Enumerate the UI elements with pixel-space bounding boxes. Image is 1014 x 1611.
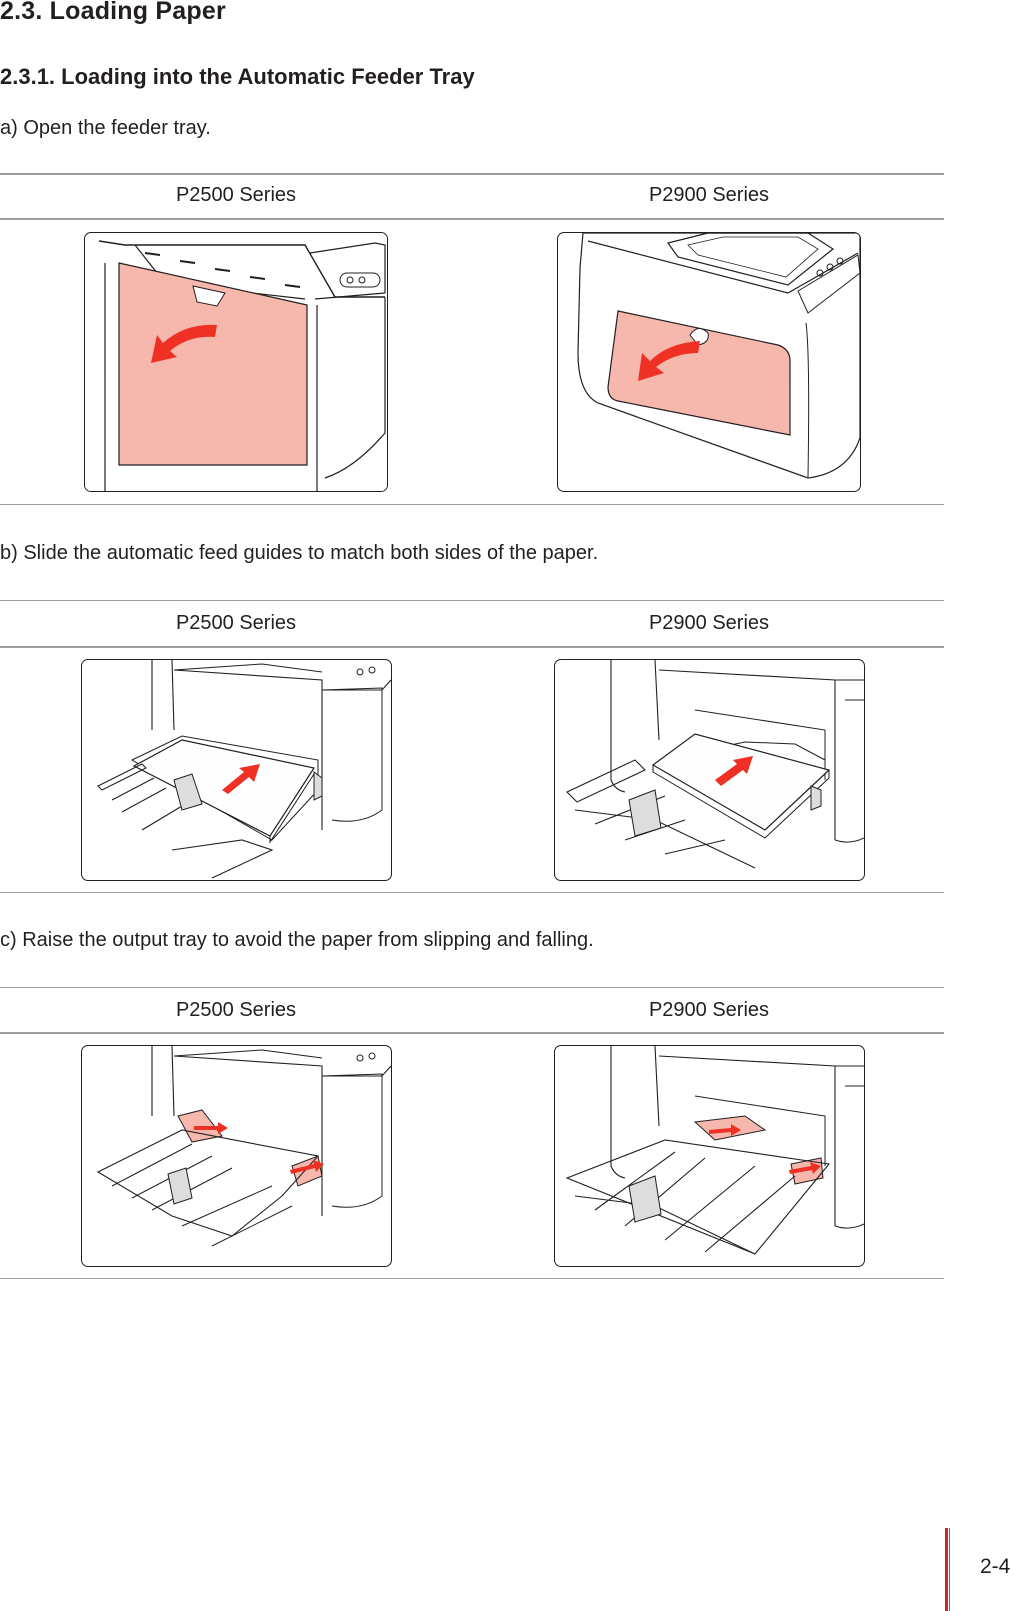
figure-p2500-open-feeder xyxy=(84,232,388,492)
printer-p2500-tray-illustration xyxy=(96,1046,391,1247)
figure-p2900-output-tray xyxy=(554,1045,865,1267)
table-c-top-rule xyxy=(0,987,944,988)
page-number: 2-4 xyxy=(980,1555,1011,1578)
guide-arrow-right-icon xyxy=(789,1162,821,1174)
printer-p2900-paper-illustration xyxy=(566,660,864,869)
step-a-text: a) Open the feeder tray. xyxy=(0,117,211,139)
table-a-top-rule xyxy=(0,173,944,175)
printer-p2500-paper-illustration xyxy=(97,660,391,879)
table-a-bottom-rule xyxy=(0,504,944,505)
guide-arrow-right-icon xyxy=(290,1160,324,1174)
guide-arrow-left-icon xyxy=(194,1122,228,1134)
printer-p2900-tray-illustration xyxy=(565,1046,864,1255)
table-c-col-p2500: P2500 Series xyxy=(175,999,297,1021)
open-arrow-icon xyxy=(638,341,700,381)
paper-stack xyxy=(132,739,315,837)
table-c-col-p2900: P2900 Series xyxy=(648,999,770,1021)
page-marker-bar xyxy=(945,1528,948,1611)
slide-arrow-icon xyxy=(222,764,260,794)
figure-p2900-open-feeder xyxy=(557,232,861,492)
table-b-top-rule xyxy=(0,600,944,601)
subsection-title: 2.3.1. Loading into the Automatic Feeder… xyxy=(0,64,475,89)
step-c-text: c) Raise the output tray to avoid the pa… xyxy=(0,929,594,951)
feeder-tray-highlight xyxy=(118,262,308,466)
table-c-header-rule xyxy=(0,1032,944,1034)
printer-p2900-illustration xyxy=(577,233,860,479)
table-a-header-rule xyxy=(0,218,944,220)
figure-p2900-feed-guides xyxy=(554,659,865,881)
feeder-tray-highlight xyxy=(607,310,791,436)
step-b-text: b) Slide the automatic feed guides to ma… xyxy=(0,542,599,564)
table-b-header-rule xyxy=(0,646,944,648)
figure-p2500-output-tray xyxy=(81,1045,392,1267)
table-a-col-p2500: P2500 Series xyxy=(175,184,297,206)
table-c-bottom-rule xyxy=(0,1278,944,1279)
guide-arrow-left-icon xyxy=(709,1124,741,1136)
page-marker-line xyxy=(949,1528,950,1611)
table-b-col-p2900: P2900 Series xyxy=(648,612,770,634)
table-b-bottom-rule xyxy=(0,892,944,893)
slide-arrow-icon xyxy=(715,756,753,786)
figure-p2500-feed-guides xyxy=(81,659,392,881)
printer-p2500-illustration xyxy=(85,233,387,491)
open-arrow-icon xyxy=(151,324,217,363)
table-a-col-p2900: P2900 Series xyxy=(648,184,770,206)
left-guide-highlight xyxy=(693,1115,767,1141)
table-b-col-p2500: P2500 Series xyxy=(175,612,297,634)
section-title: 2.3. Loading Paper xyxy=(0,0,226,25)
